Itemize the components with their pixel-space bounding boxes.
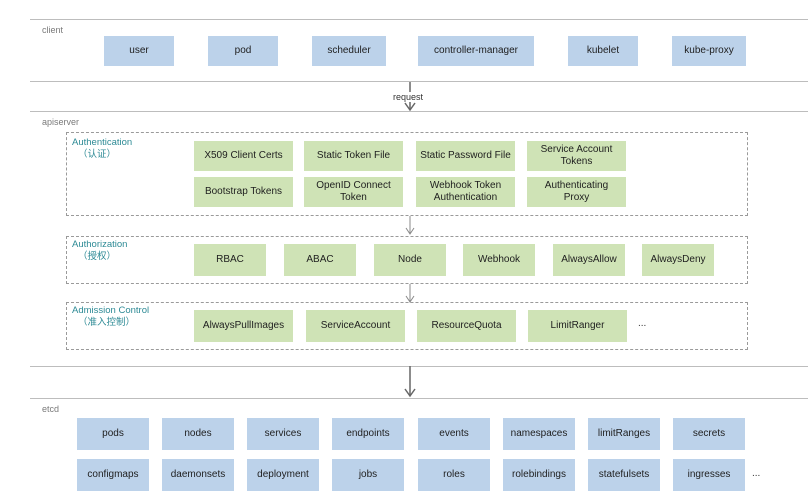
authentication-subtitle: （认证） xyxy=(78,149,117,160)
etcd-deployment: deployment xyxy=(247,459,319,491)
etcd-pods: pods xyxy=(77,418,149,450)
apiserver-to-etcd-arrow-icon xyxy=(404,366,416,398)
etcd-events: events xyxy=(418,418,490,450)
authn-webhook-token-authentication: Webhook Token Authentication xyxy=(416,177,515,207)
etcd-endpoints: endpoints xyxy=(332,418,404,450)
client-pod: pod xyxy=(208,36,278,66)
client-user: user xyxy=(104,36,174,66)
etcd-secrets: secrets xyxy=(673,418,745,450)
client-label: client xyxy=(42,25,64,35)
etcd-more: ... xyxy=(752,468,761,479)
authentication-title: Authentication xyxy=(72,137,133,148)
admission-limitranger: LimitRanger xyxy=(528,310,627,342)
admission-resourcequota: ResourceQuota xyxy=(417,310,516,342)
client-kube-proxy: kube-proxy xyxy=(672,36,746,66)
authn-bootstrap-tokens: Bootstrap Tokens xyxy=(194,177,293,207)
etcd-services: services xyxy=(247,418,319,450)
etcd-daemonsets: daemonsets xyxy=(162,459,234,491)
etcd-ingresses: ingresses xyxy=(673,459,745,491)
etcd-nodes: nodes xyxy=(162,418,234,450)
etcd-configmaps: configmaps xyxy=(77,459,149,491)
authz-abac: ABAC xyxy=(284,244,356,276)
authn-authenticating-proxy: Authenticating Proxy xyxy=(527,177,626,207)
authn-openid-connect-token: OpenID Connect Token xyxy=(304,177,403,207)
etcd-label: etcd xyxy=(42,404,60,414)
authn-static-password-file: Static Password File xyxy=(416,141,515,171)
client-bottom-line xyxy=(30,81,808,82)
authn-static-token-file: Static Token File xyxy=(304,141,403,171)
admission-more: ... xyxy=(638,318,647,329)
etcd-statefulsets: statefulsets xyxy=(588,459,660,491)
etcd-jobs: jobs xyxy=(332,459,404,491)
authz-alwaysallow: AlwaysAllow xyxy=(553,244,625,276)
authz-webhook: Webhook xyxy=(463,244,535,276)
etcd-rolebindings: rolebindings xyxy=(503,459,575,491)
etcd-namespaces: namespaces xyxy=(503,418,575,450)
admission-serviceaccount: ServiceAccount xyxy=(306,310,405,342)
authorization-subtitle: （授权） xyxy=(78,251,117,262)
apiserver-bottom-line xyxy=(30,366,808,367)
etcd-top-line xyxy=(30,398,808,399)
client-controller-manager: controller-manager xyxy=(418,36,534,66)
apiserver-label: apiserver xyxy=(42,117,80,127)
authn-x509-client-certs: X509 Client Certs xyxy=(194,141,293,171)
authz-to-admission-arrow-icon xyxy=(405,284,415,303)
client-top-line xyxy=(30,19,808,20)
etcd-roles: roles xyxy=(418,459,490,491)
admission-title: Admission Control xyxy=(72,305,150,316)
authz-alwaysdeny: AlwaysDeny xyxy=(642,244,714,276)
client-kubelet: kubelet xyxy=(568,36,638,66)
client-scheduler: scheduler xyxy=(312,36,386,66)
admission-alwayspullimages: AlwaysPullImages xyxy=(194,310,293,342)
apiserver-top-line xyxy=(30,111,808,112)
authn-to-authz-arrow-icon xyxy=(405,216,415,235)
etcd-limitranges: limitRanges xyxy=(588,418,660,450)
authorization-title: Authorization xyxy=(72,239,128,250)
request-label: request xyxy=(391,92,426,102)
admission-group xyxy=(66,302,748,350)
authn-service-account-tokens: Service Account Tokens xyxy=(527,141,626,171)
admission-subtitle: （准入控制） xyxy=(78,317,136,328)
authorization-group xyxy=(66,236,748,284)
authz-node: Node xyxy=(374,244,446,276)
authentication-group xyxy=(66,132,748,216)
authz-rbac: RBAC xyxy=(194,244,266,276)
